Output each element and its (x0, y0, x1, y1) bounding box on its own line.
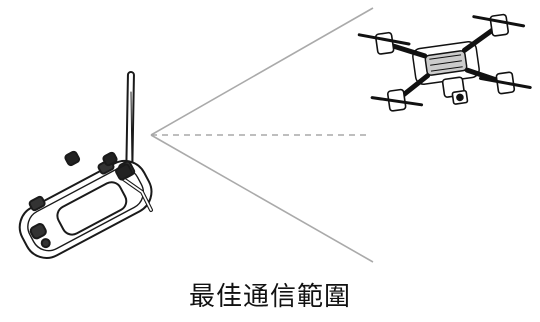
remote-controller-icon (18, 70, 153, 259)
antenna-icon (125, 70, 135, 175)
optimal-range-caption: 最佳通信範圍 (188, 282, 351, 312)
cone-upper-edge (150, 7, 374, 136)
signal-cone (150, 7, 374, 263)
cone-lower-edge (150, 134, 374, 263)
drone-icon (357, 13, 532, 112)
